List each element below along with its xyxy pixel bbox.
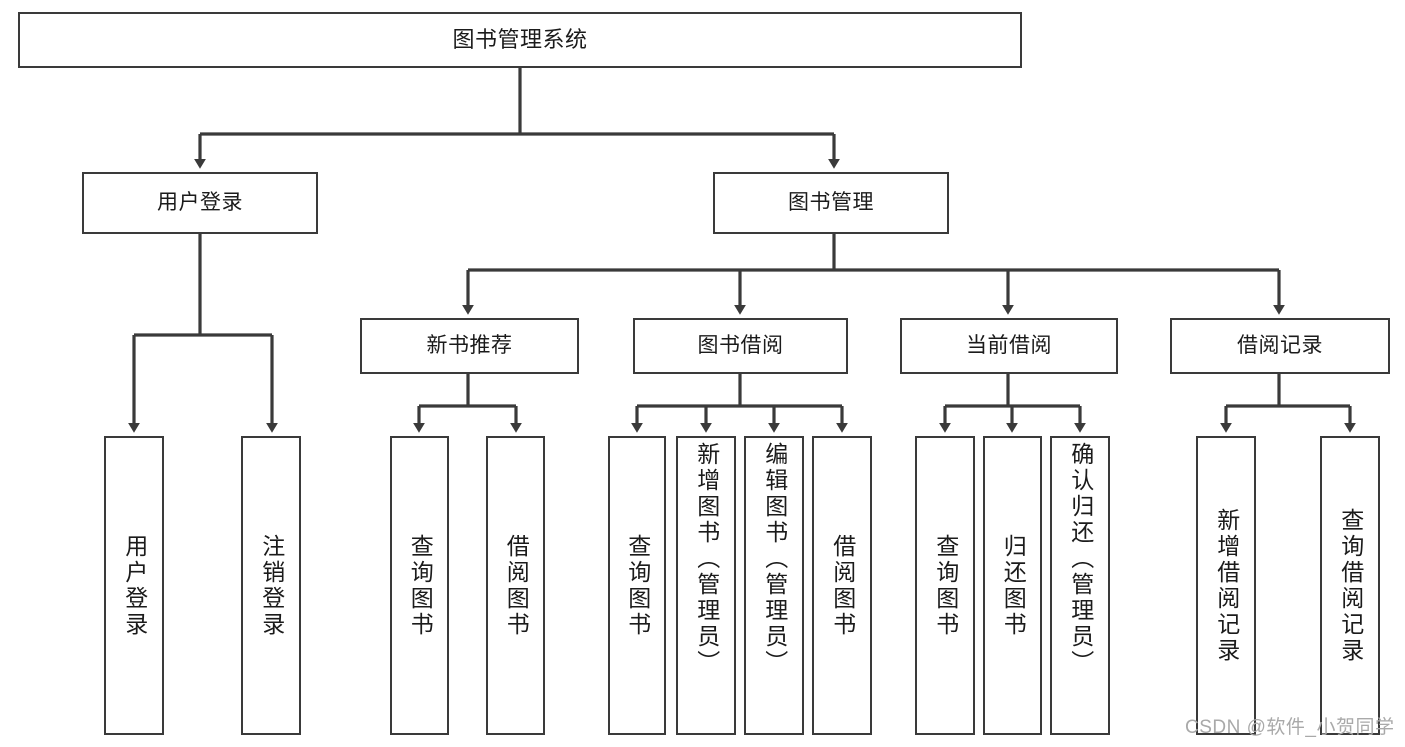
leaf-return-book[interactable]: 归还图书: [983, 436, 1042, 735]
leaf-query-book-newbook[interactable]: 查询图书: [390, 436, 449, 735]
node-label: 用户登录: [157, 190, 243, 214]
node-book-management[interactable]: 图书管理: [713, 172, 949, 234]
leaf-user-login[interactable]: 用户登录: [104, 436, 164, 735]
node-label: 编辑图书（管理员）: [761, 442, 788, 676]
leaf-confirm-return-admin[interactable]: 确认归还（管理员）: [1050, 436, 1110, 735]
leaf-add-borrow-record[interactable]: 新增借阅记录: [1196, 436, 1256, 735]
leaf-edit-book-admin[interactable]: 编辑图书（管理员）: [744, 436, 804, 735]
node-new-book-recommend[interactable]: 新书推荐: [360, 318, 579, 374]
node-label: 图书管理系统: [452, 27, 588, 53]
node-label: 图书借阅: [697, 333, 784, 357]
node-label: 借阅图书: [503, 533, 530, 638]
node-label: 确认归还（管理员）: [1067, 442, 1094, 676]
leaf-logout[interactable]: 注销登录: [241, 436, 301, 735]
leaf-query-book-borrow[interactable]: 查询图书: [608, 436, 666, 735]
node-label: 图书管理: [788, 190, 874, 214]
node-label: 查询借阅记录: [1337, 507, 1364, 664]
leaf-add-book-admin[interactable]: 新增图书（管理员）: [676, 436, 736, 735]
watermark-text: CSDN @软件_小贺同学: [1185, 717, 1395, 738]
node-label: 新增借阅记录: [1213, 507, 1240, 664]
node-label: 查询图书: [624, 533, 651, 638]
node-root-system[interactable]: 图书管理系统: [18, 12, 1022, 68]
node-label: 新增图书（管理员）: [693, 442, 720, 676]
node-label: 借阅图书: [829, 533, 856, 638]
node-label: 归还图书: [1000, 533, 1027, 638]
leaf-borrow-book-borrow[interactable]: 借阅图书: [812, 436, 872, 735]
node-label: 查询图书: [932, 533, 959, 638]
node-label: 新书推荐: [426, 333, 513, 357]
node-label: 借阅记录: [1237, 333, 1323, 357]
node-label: 注销登录: [258, 533, 285, 638]
node-user-login[interactable]: 用户登录: [82, 172, 318, 234]
leaf-query-borrow-record[interactable]: 查询借阅记录: [1320, 436, 1380, 735]
node-current-borrow[interactable]: 当前借阅: [900, 318, 1118, 374]
leaf-query-book-current[interactable]: 查询图书: [915, 436, 975, 735]
leaf-borrow-book-newbook[interactable]: 借阅图书: [486, 436, 545, 735]
node-label: 当前借阅: [966, 333, 1052, 357]
node-label: 查询图书: [407, 533, 434, 638]
node-book-borrow[interactable]: 图书借阅: [633, 318, 848, 374]
node-label: 用户登录: [121, 533, 148, 638]
node-borrow-record[interactable]: 借阅记录: [1170, 318, 1390, 374]
